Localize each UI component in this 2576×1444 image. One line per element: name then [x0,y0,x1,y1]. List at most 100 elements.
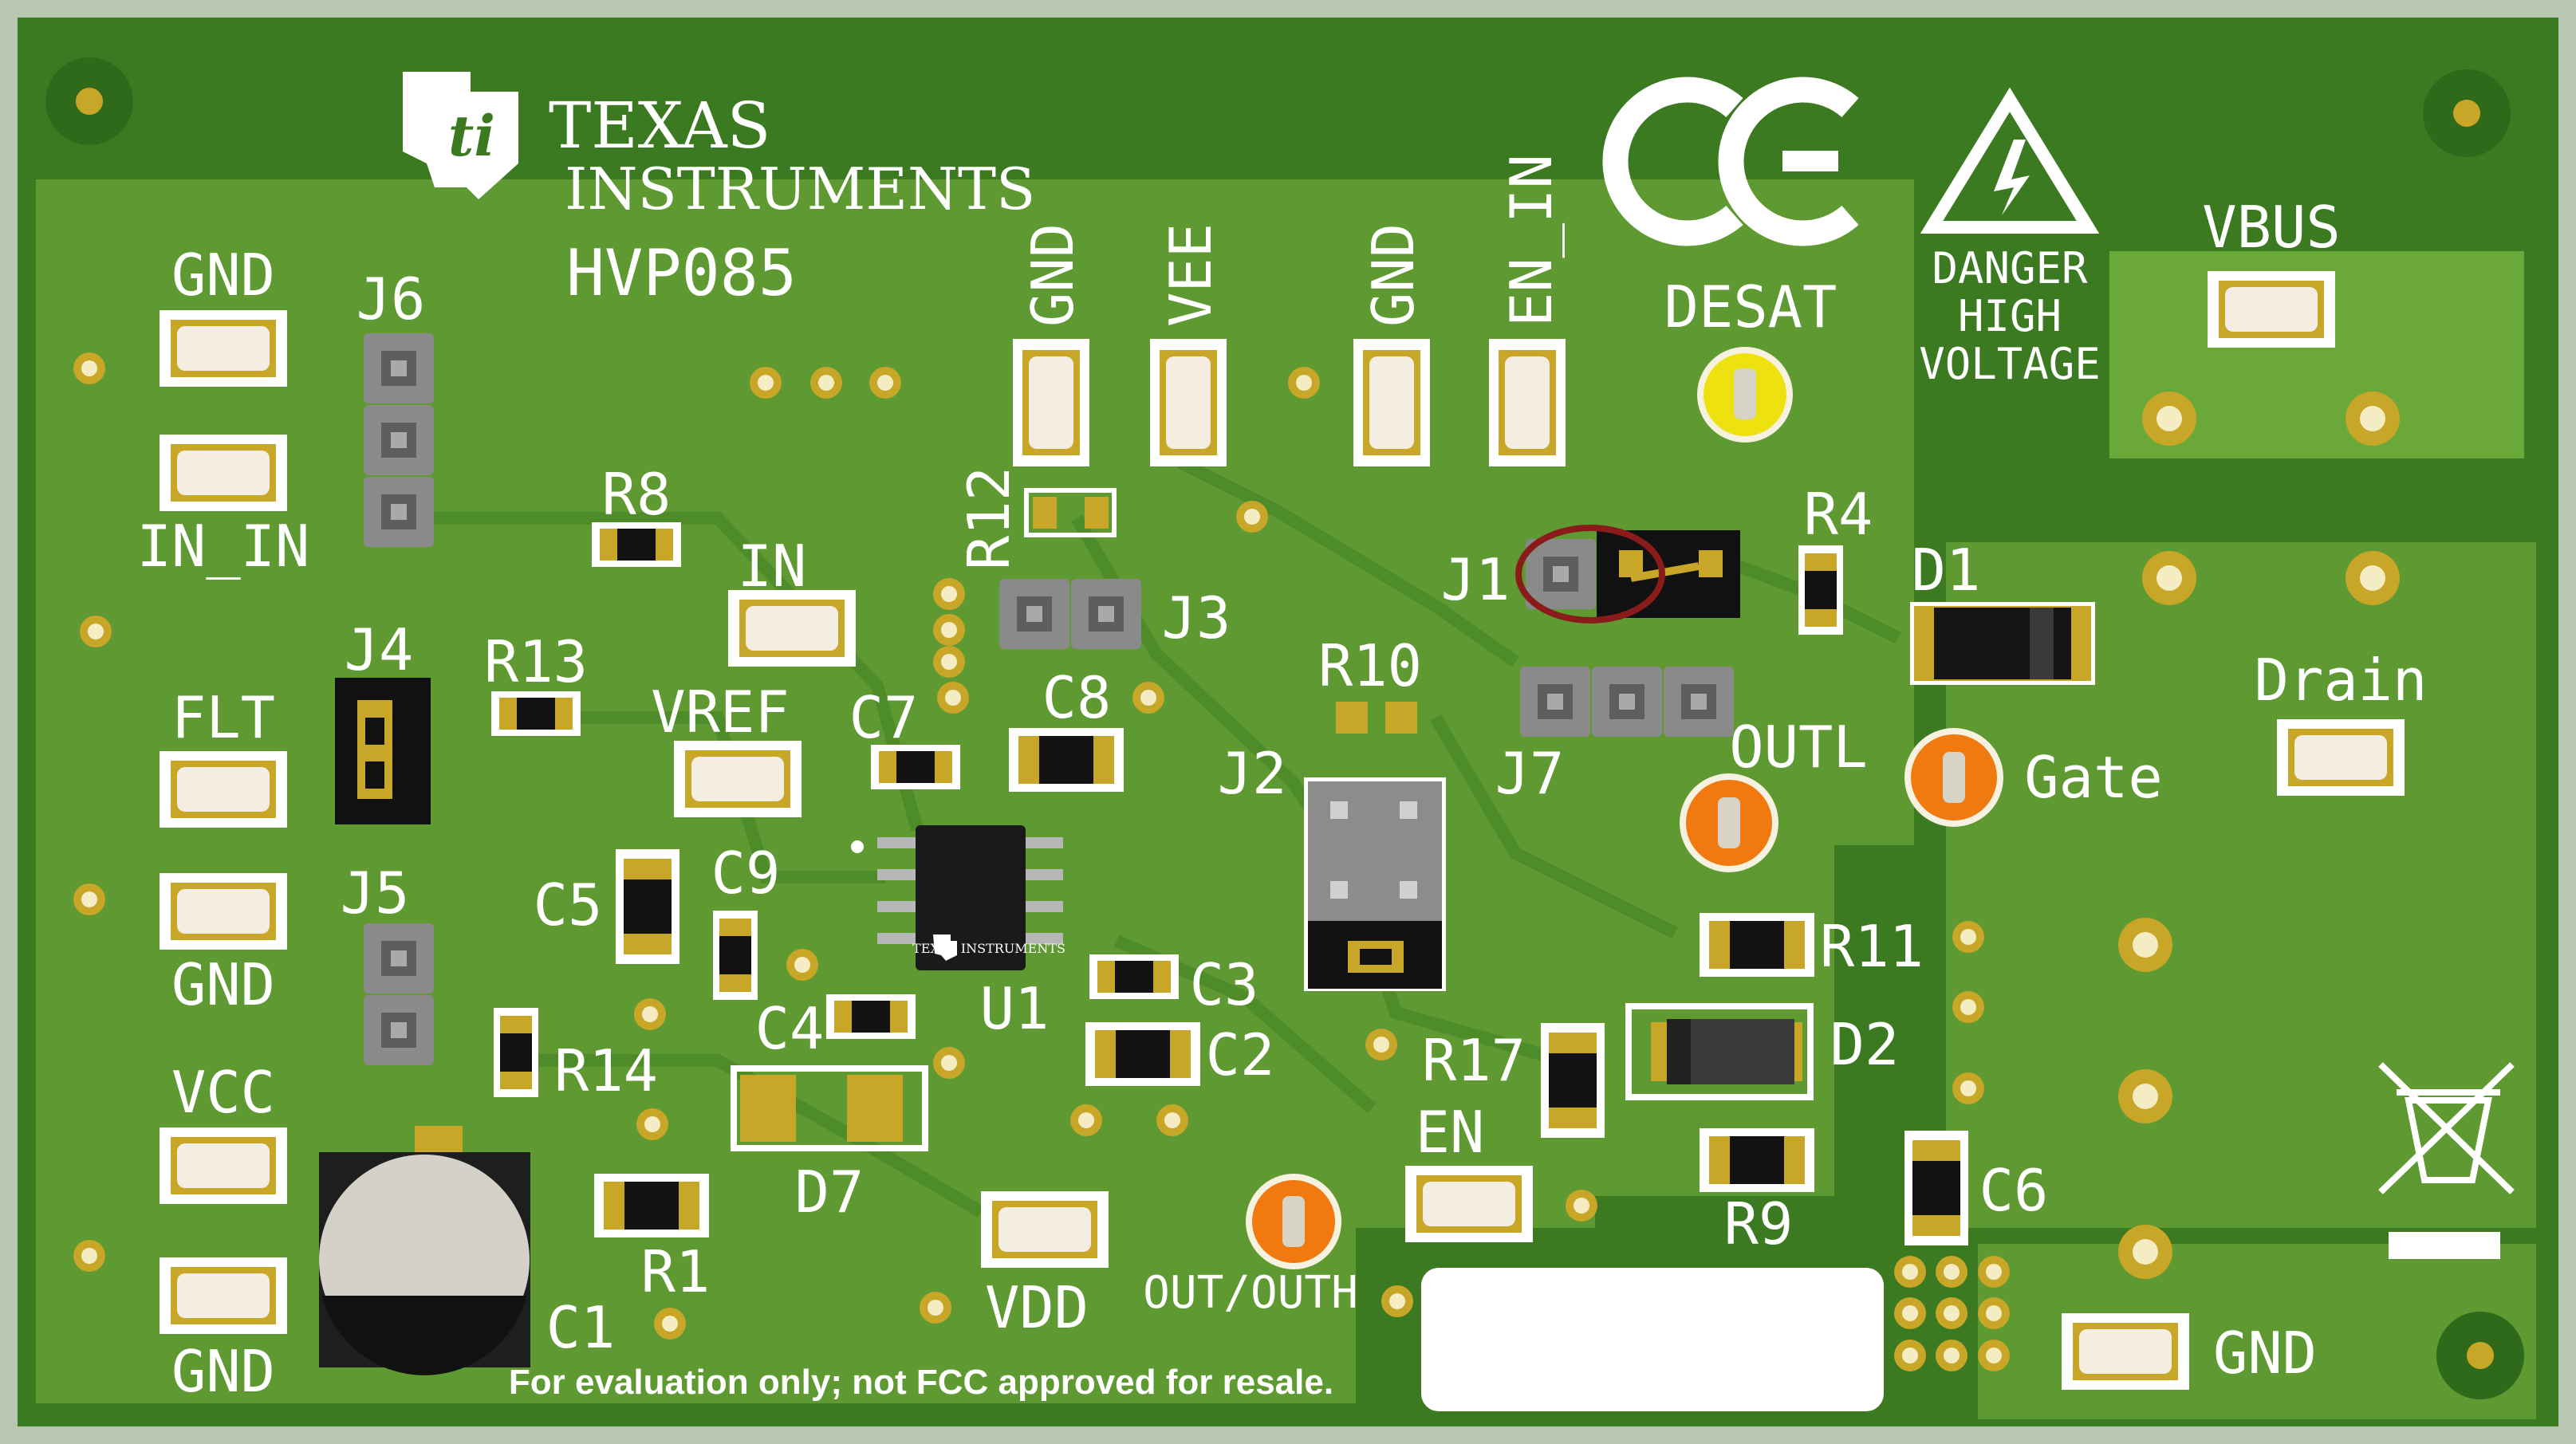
diode-d7 [731,1065,928,1151]
capacitor-c2 [1085,1022,1200,1086]
label-desat: DESAT [1664,273,1837,340]
tp-out-outh[interactable] [1246,1174,1341,1269]
capacitor-c1 [319,1126,530,1375]
capacitor-c6 [1904,1131,1968,1245]
warning-line3: VOLTAGE [1919,339,2101,389]
label-in-in: IN_IN [137,513,310,580]
resistor-r17 [1541,1023,1605,1138]
capacitor-c7 [871,745,960,789]
label-vref: VREF [651,679,789,746]
tp-in-in[interactable] [160,435,287,511]
disclaimer-text: For evaluation only; not FCC approved fo… [509,1363,1333,1402]
capacitor-c9 [713,911,758,1000]
label-r17: R17 [1422,1027,1526,1094]
label-j3: J3 [1162,584,1231,651]
header-j7[interactable] [1520,667,1734,737]
header-j2[interactable] [1304,777,1446,991]
label-vdd: VDD [985,1274,1089,1341]
highlight-ring [1515,525,1665,624]
label-r8: R8 [602,461,672,528]
label-gnd-header-2: GND [1360,223,1427,327]
tp-in[interactable] [728,590,856,667]
label-vbus: VBUS [2202,194,2340,261]
label-r11: R11 [1820,913,1924,980]
label-out-outh: OUT/OUTH [1143,1267,1358,1319]
tp-vee[interactable] [1150,339,1227,466]
brand-line2: INSTRUMENTS [565,155,1035,222]
label-c8: C8 [1042,664,1112,731]
label-r1: R1 [641,1238,711,1305]
tp-gnd-bottom-left[interactable] [160,1257,287,1334]
warning-line1: DANGER [1932,243,2088,293]
tp-gnd-top-left[interactable] [160,310,287,387]
warning-line2: HIGH [1958,291,2062,341]
ic-logo-text: TEXAS INSTRUMENTS [912,941,1065,956]
tp-gnd-mid-left[interactable] [160,873,287,950]
tp-vbus[interactable] [2208,271,2335,348]
diode-d2 [1625,1003,1814,1100]
blank-label-area [1421,1268,1884,1411]
capacitor-c5 [616,849,679,964]
resistor-r8 [592,522,681,567]
label-c3: C3 [1190,951,1259,1018]
label-r10: R10 [1318,632,1422,699]
label-gnd-mid-left: GND [171,951,275,1018]
label-j2: J2 [1218,740,1287,807]
resistor-r4 [1798,545,1843,635]
capacitor-c4 [826,994,916,1039]
resistor-r13 [491,691,581,736]
label-c7: C7 [849,684,919,751]
label-c1: C1 [546,1294,616,1361]
texas-instruments-logo: ti [403,72,518,199]
tp-vcc[interactable] [160,1127,287,1204]
label-flt: FLT [171,684,275,751]
svg-text:ti: ti [448,103,495,169]
tp-outl[interactable] [1680,773,1778,872]
copper-pour-main [36,179,1914,1403]
label-gnd-bottom-left: GND [171,1338,275,1405]
resistor-r1 [594,1174,709,1237]
weee-crossed-bin-icon [2378,1062,2515,1259]
label-j7: J7 [1495,740,1565,807]
label-r12: R12 [955,466,1022,570]
tp-gnd-header-2[interactable] [1353,339,1430,466]
label-c2: C2 [1206,1021,1275,1088]
resistor-r14 [494,1008,538,1097]
ce-mark-icon [1602,77,1859,246]
tp-gnd-header-1[interactable] [1013,339,1089,466]
tp-desat[interactable] [1697,347,1793,443]
tp-flt[interactable] [160,751,287,828]
label-c4: C4 [755,995,825,1062]
label-r14: R14 [554,1037,658,1104]
label-d1: D1 [1912,537,1981,604]
label-gnd-bottom-right: GND [2213,1320,2317,1387]
label-j1: J1 [1441,546,1511,613]
tp-gnd-bottom-right[interactable] [2062,1313,2189,1390]
label-gnd-top-left: GND [171,242,275,309]
label-in: IN [738,533,807,600]
resistor-r9 [1700,1128,1814,1192]
label-vcc: VCC [171,1059,275,1126]
tp-en[interactable] [1405,1166,1533,1242]
brand-line1: TEXAS [549,89,770,163]
label-c9: C9 [711,840,781,907]
label-u1: U1 [980,975,1050,1042]
resistor-r10 [1336,702,1417,734]
label-j6: J6 [356,266,426,332]
tp-drain[interactable] [2277,719,2405,796]
board-model: HVP085 [566,236,797,310]
header-j1[interactable] [1526,530,1740,618]
header-j4[interactable] [335,678,431,824]
tp-gate[interactable] [1904,728,2003,827]
tp-en-in[interactable] [1489,339,1566,466]
label-drain: Drain [2255,647,2428,714]
tp-vref[interactable] [674,741,802,817]
tp-vdd[interactable] [981,1191,1109,1268]
label-r13: R13 [484,628,588,695]
capacitor-c8 [1009,728,1124,792]
header-j6[interactable] [364,333,434,547]
label-gate: Gate [2024,744,2162,811]
diode-d1 [1910,602,2095,685]
copper-pour-drain [1946,542,2536,1228]
